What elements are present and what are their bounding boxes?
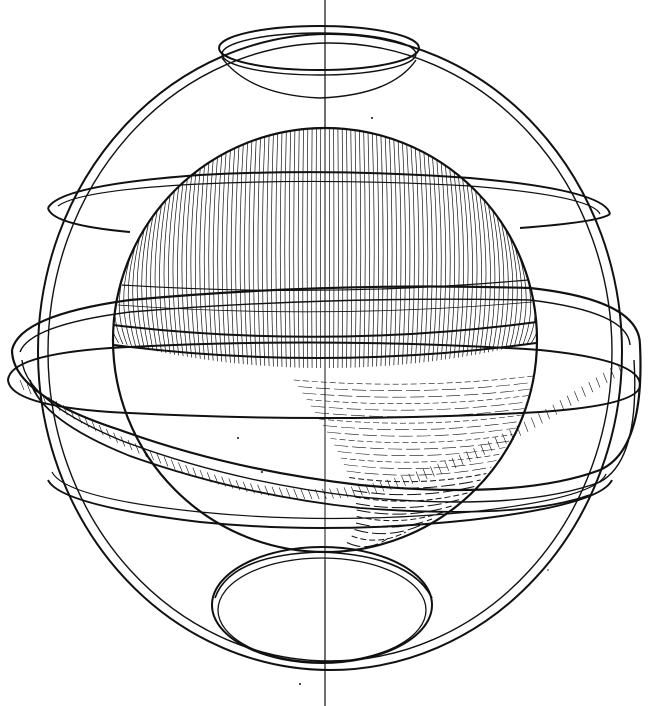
top-polar-ring — [219, 26, 419, 98]
bottom-polar-ring — [212, 547, 432, 663]
